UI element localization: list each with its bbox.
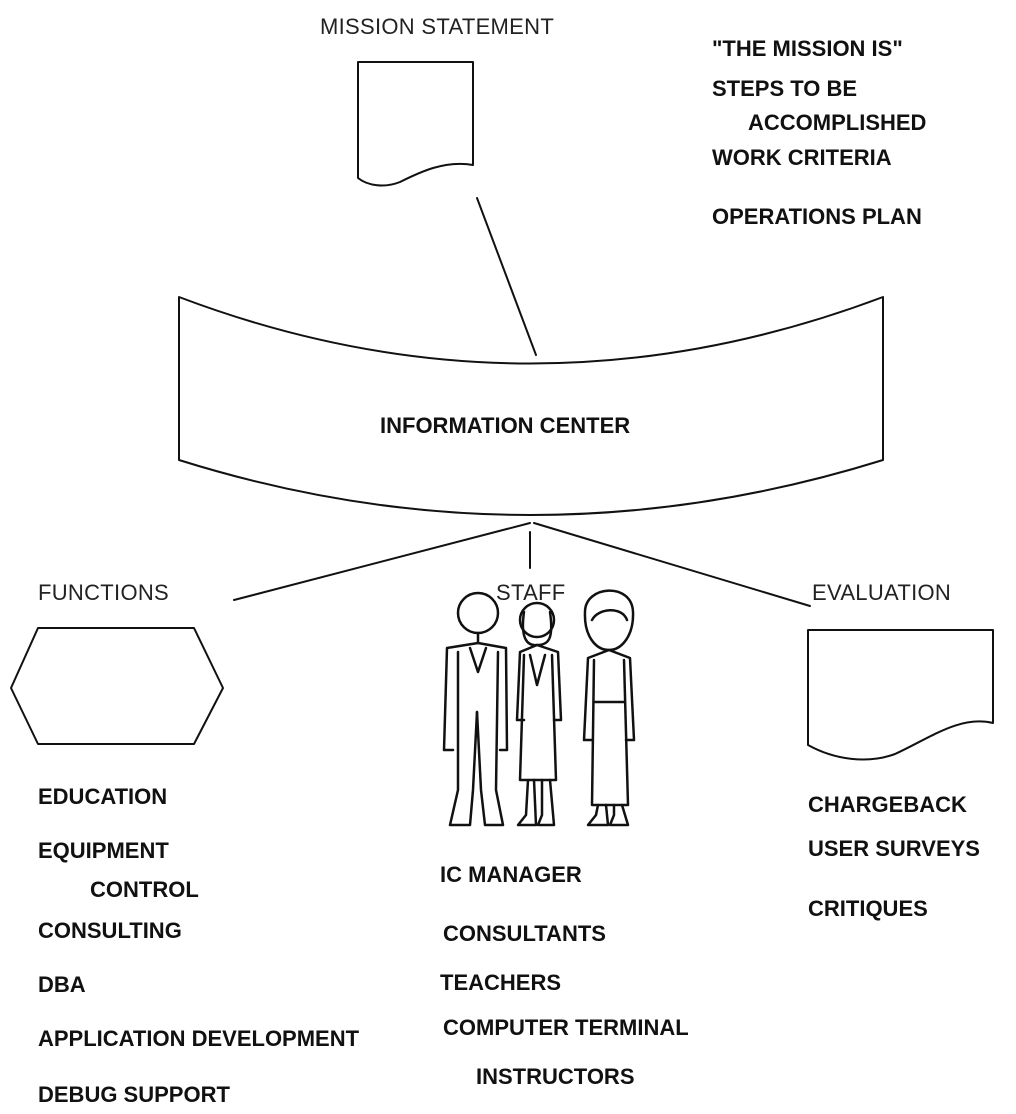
functions-item-consulting: CONSULTING (38, 918, 182, 943)
staff-item-teachers: TEACHERS (440, 970, 562, 995)
mission-note-2: STEPS TO BE (712, 76, 858, 101)
mission-document-shape (357, 61, 474, 187)
evaluation-item-chargeback: CHARGEBACK (808, 792, 967, 817)
functions-item-debug-support: DEBUG SUPPORT (38, 1082, 230, 1107)
functions-item-application-development: APPLICATION DEVELOPMENT (38, 1026, 360, 1051)
functions-heading: FUNCTIONS (38, 580, 170, 605)
staff-heading: STAFF (496, 580, 566, 605)
functions-item-equipment: EQUIPMENT (38, 838, 169, 863)
man-figure-icon (442, 591, 509, 827)
functions-connector (233, 522, 531, 601)
staff-item-computer-terminal: COMPUTER TERMINAL (443, 1015, 689, 1040)
evaluation-heading: EVALUATION (812, 580, 952, 605)
woman-figure-icon (515, 601, 563, 827)
evaluation-item-user-surveys: USER SURVEYS (808, 836, 980, 861)
information-center-shape (178, 296, 884, 516)
functions-item-education: EDUCATION (38, 784, 168, 809)
mission-note-5: OPERATIONS PLAN (712, 204, 922, 229)
staff-item-ic-manager: IC MANAGER (440, 862, 582, 887)
mission-note-3: ACCOMPLISHED (748, 110, 927, 135)
functions-hexagon-shape (10, 627, 224, 745)
mission-connector (476, 197, 537, 356)
staff-item-instructors: INSTRUCTORS (476, 1064, 635, 1089)
evaluation-document-shape (807, 629, 994, 761)
evaluation-connector (533, 522, 811, 607)
evaluation-item-critiques: CRITIQUES (808, 896, 928, 921)
mission-statement-heading: MISSION STATEMENT (320, 14, 555, 39)
mission-note-1: "THE MISSION IS" (712, 36, 903, 61)
woman-figure-2-icon (582, 589, 636, 827)
staff-item-consultants: CONSULTANTS (443, 921, 606, 946)
functions-item-dba: DBA (38, 972, 86, 997)
mission-note-4: WORK CRITERIA (712, 145, 892, 170)
functions-item-control: CONTROL (90, 877, 199, 902)
information-center-label: INFORMATION CENTER (380, 413, 631, 438)
